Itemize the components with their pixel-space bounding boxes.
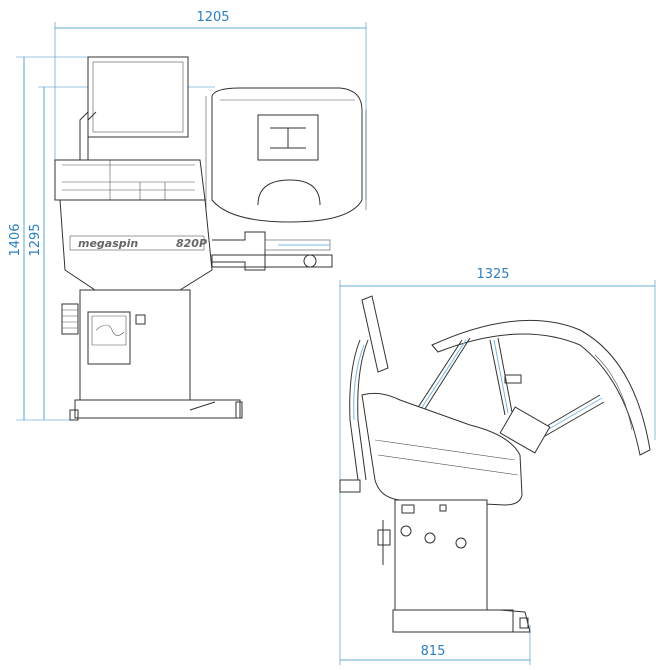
model-label: 820P bbox=[176, 237, 207, 250]
front-view-machine: megaspin 820P bbox=[54, 56, 367, 421]
side-base-plate bbox=[392, 609, 514, 633]
dimension-side-depth: 1325 bbox=[339, 267, 656, 665]
wheel-guard-hood bbox=[211, 87, 363, 223]
dimension-label-1295: 1295 bbox=[28, 223, 43, 256]
side-monitor bbox=[361, 295, 389, 373]
hofmann-logo bbox=[87, 311, 131, 365]
dimension-label-1205: 1205 bbox=[196, 10, 229, 25]
dimension-label-1325: 1325 bbox=[476, 267, 509, 282]
side-body bbox=[361, 392, 523, 506]
monitor bbox=[87, 56, 189, 138]
dimension-front-height-total: 1406 bbox=[8, 56, 90, 421]
side-view-machine bbox=[339, 295, 651, 633]
dimension-side-base-depth: 815 bbox=[340, 625, 531, 665]
side-hood bbox=[431, 319, 651, 456]
dimension-front-width: 1205 bbox=[54, 10, 367, 200]
dimension-label-1406: 1406 bbox=[8, 223, 23, 256]
hood-logo-icon bbox=[257, 114, 319, 161]
dimension-label-815: 815 bbox=[421, 644, 446, 659]
base-plate bbox=[74, 399, 241, 419]
brand-label: megaspin bbox=[78, 237, 138, 250]
weight-tray bbox=[61, 303, 79, 335]
side-pedestal bbox=[394, 499, 488, 611]
control-panel bbox=[54, 159, 206, 201]
